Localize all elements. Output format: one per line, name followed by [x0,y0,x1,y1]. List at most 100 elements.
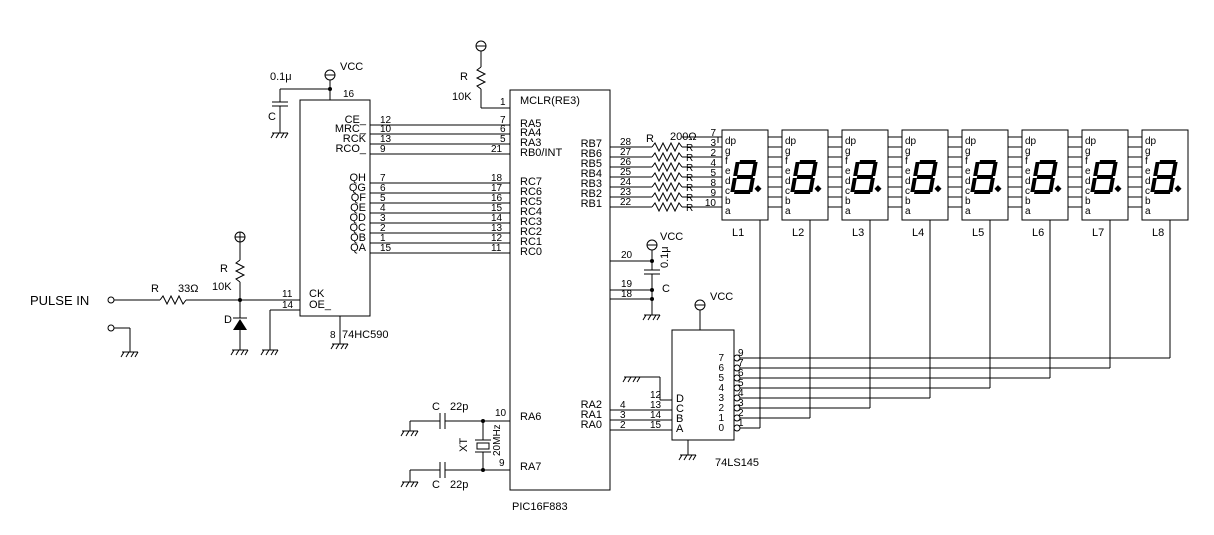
pin-number: 18 [491,173,503,184]
digit-8-icon [790,160,818,194]
segment-pin-label: b [905,196,911,207]
pin-number: 16 [491,193,503,204]
segment-pin-label: f [785,156,788,167]
segment-pin-label: f [845,156,848,167]
segment-pin-label: d [1025,176,1031,187]
display-name: L2 [792,227,804,239]
pin-number: 12 [491,233,503,244]
pin-number: 9 [380,144,386,155]
segment-pin-label: b [1145,196,1151,207]
mcu-power: 20 19 18 VCC C 0.1μ [610,231,683,321]
segment-pin-label: f [1085,156,1088,167]
segment-pin-label: c [905,186,910,197]
decimal-point-icon [994,185,1002,193]
pin-number: 12 [650,390,662,401]
pin-label: QH [350,172,367,184]
segment-res-ref: R [686,143,693,154]
segment-pin-label: e [1025,166,1031,177]
segment-res-ref: R [646,133,654,145]
segment-pin-label: e [1145,166,1151,177]
pin-label: QF [351,192,367,204]
pin-number: 13 [650,400,662,411]
pin-label: RB7 [581,138,602,150]
segment-pin-label: e [965,166,971,177]
pin-number: 1 [380,233,386,244]
ground-icon [400,430,419,437]
pin-number: 9 [738,348,744,359]
osc-pin-ra6-num: 10 [495,408,507,419]
segment-pin-label: d [965,176,971,187]
pin-label: RA4 [520,127,541,139]
segment-pin-label: b [965,196,971,207]
mcu-name: PIC16F883 [512,501,568,513]
counter-vcc-pin: 16 [343,89,355,100]
resistor-33 [159,294,187,306]
mcu-cap-ref: C [662,283,670,295]
pin-label: QA [350,242,367,254]
pin-number: 12 [380,115,392,126]
pin-number: 13 [491,223,503,234]
display-body [841,129,889,221]
pin-label: 0 [718,423,724,434]
osc-pin-ra6-label: RA6 [520,411,541,423]
pin-number: 7 [380,173,386,184]
display-name: L3 [852,227,864,239]
segment-pin-label: dp [845,136,857,147]
resistor-33-ref: R [151,283,159,295]
ground-icon [400,481,419,488]
pin-number: 7 [738,358,744,369]
decimal-point-icon [1054,185,1062,193]
pin-label: QD [350,212,367,224]
pin-number: 21 [491,144,503,155]
digit-8-icon [1030,160,1058,194]
ground-icon [678,454,697,461]
display-pin-number: 8 [710,178,716,189]
digit-8-icon [970,160,998,194]
segment-pin-label: c [1085,186,1090,197]
counter-vcc-label: VCC [340,61,363,73]
pin-label: RC5 [520,196,542,208]
pin-number: 3 [380,213,386,224]
pin-label: RC3 [520,216,542,228]
pin-label: RA3 [520,137,541,149]
segment-res-ref: R [686,153,693,164]
pin-number: 2 [620,420,626,431]
pin-label: RA0 [581,419,602,431]
pin-label: RC7 [520,176,542,188]
segment-pin-label: d [725,176,731,187]
digit-8-icon [850,160,878,194]
segment-pin-label: g [845,146,851,157]
display-pin-number: 7 [710,128,716,139]
display-body [1021,129,1069,221]
counter-pin-ck: 11 CK [282,288,325,300]
ground-icon [120,351,139,358]
segment-pin-label: c [785,186,790,197]
counter-pin-3: RCO_9 [335,143,510,155]
pin-label: RA5 [520,118,541,130]
pin-label: QG [349,182,366,194]
pin-number: 27 [620,147,632,158]
segment-pin-label: b [785,196,791,207]
pin-number: 11 [282,289,293,300]
